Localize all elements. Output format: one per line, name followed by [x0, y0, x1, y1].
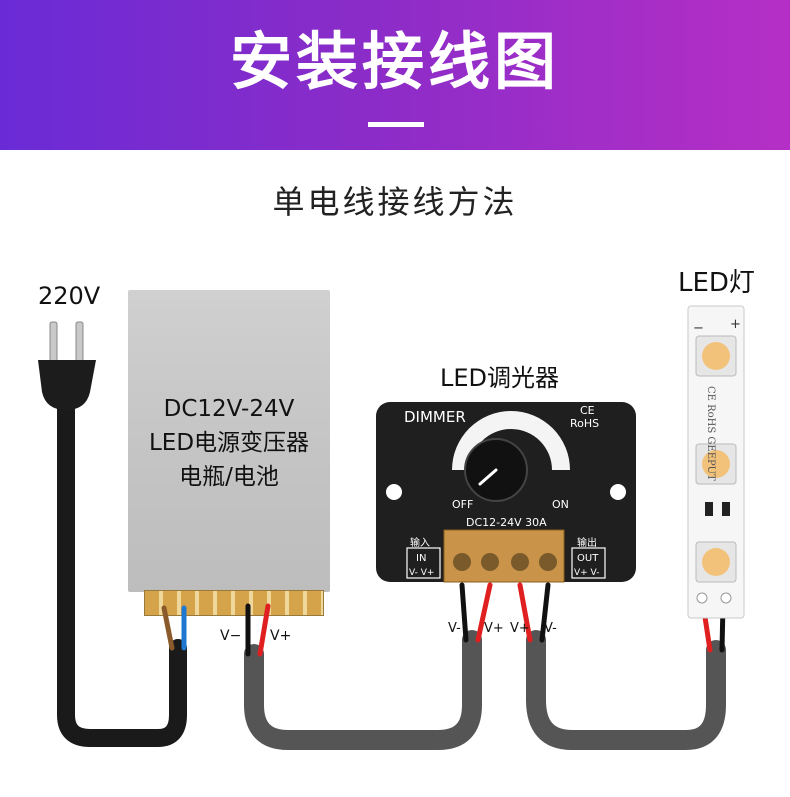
dimmer-rohs-mark: RoHS: [570, 417, 599, 430]
dimmer-on-label: ON: [552, 498, 569, 511]
psu-text-line1: DC12V-24V: [163, 396, 295, 422]
power-supply-box: [128, 290, 330, 592]
dimmer-off-label: OFF: [452, 498, 473, 511]
dimmer-label: LED调光器: [440, 364, 560, 392]
dimmer-out-cn-label: 输出: [577, 536, 597, 549]
psu-text-line3: 电瓶/电池: [179, 464, 279, 490]
led-strip-print: CE RoHS GEEPUT: [705, 386, 716, 481]
dimmer-ce-mark: CE: [580, 404, 595, 417]
dimmer-spec-label: DC12-24V 30A: [466, 516, 547, 529]
dimmer-out-label: OUT: [577, 553, 599, 564]
psu-pos-label: V+: [270, 628, 291, 644]
led-plus-mark: +: [730, 317, 741, 332]
dimmer-in-red-wire: [475, 582, 493, 643]
mains-cable: [57, 395, 187, 747]
mains-voltage-label: 220V: [38, 282, 101, 310]
psu-text-line2: LED电源变压器: [148, 430, 310, 456]
led-strip: [687, 305, 745, 619]
dimmer-out-red-wire: [517, 582, 533, 643]
subtitle: 单电线接线方法: [272, 183, 518, 221]
dimmer-in-label: IN: [416, 553, 426, 564]
power-plug-icon: [38, 321, 96, 410]
dimmer-in-pins: V- V+: [409, 568, 434, 578]
dimmer-out-neg-label: V-: [544, 621, 557, 636]
dimmer-brand-text: DIMMER: [404, 408, 466, 426]
dimmer-out-pos-label: V+: [510, 621, 530, 636]
dimmer-out-black-wire: [539, 582, 551, 643]
dimmer-out-pins: V+ V-: [574, 568, 599, 578]
psu-to-dimmer-cable: [244, 630, 482, 750]
mains-wire-brown: [161, 605, 175, 651]
dimmer-to-led-cable: [526, 630, 726, 750]
dimmer-in-black-wire: [459, 582, 469, 643]
title-underline: [368, 122, 424, 127]
dimmer-dial-arc: [452, 411, 570, 470]
psu-neg-label: V−: [220, 628, 241, 644]
dimmer-device: [376, 402, 636, 583]
psu-red-wire: [257, 603, 271, 657]
dimmer-in-neg-label: V-: [448, 621, 461, 636]
page-title: 安装接线图: [229, 25, 560, 98]
psu-terminal-block: [144, 590, 324, 616]
led-minus-mark: −: [693, 321, 704, 336]
dimmer-in-cn-label: 输入: [410, 536, 430, 549]
dimmer-in-pos-label: V+: [484, 621, 504, 636]
led-strip-label: LED灯: [678, 268, 755, 298]
